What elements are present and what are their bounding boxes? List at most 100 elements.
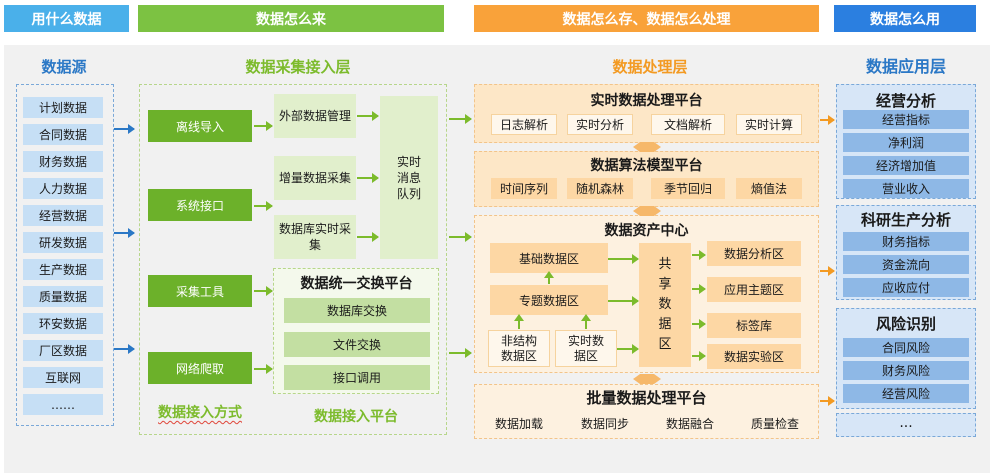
arrow-src-3 bbox=[114, 344, 135, 354]
method-item: 系统接口 bbox=[148, 189, 252, 221]
ingest-db-realtime: 数据库实时采集 bbox=[274, 215, 356, 259]
arrow-topic-to-shared bbox=[608, 296, 639, 306]
method-item: 离线导入 bbox=[148, 110, 252, 142]
realtime-item: 日志解析 bbox=[491, 114, 557, 135]
app-item: 净利润 bbox=[843, 133, 969, 152]
algo-item: 季节回归 bbox=[651, 178, 725, 199]
asset-unstructured: 非结构数据区 bbox=[488, 330, 550, 367]
arrow-to-app-1 bbox=[820, 115, 835, 125]
arrow-ingest-3 bbox=[357, 232, 379, 242]
batch-panel bbox=[474, 384, 819, 439]
apps-title: 数据应用层 bbox=[865, 57, 946, 76]
source-item: 经营数据 bbox=[23, 205, 103, 226]
asset-shared: 共享数据区 bbox=[639, 243, 691, 367]
batch-item: 数据加载 bbox=[494, 417, 543, 431]
source-item: 人力数据 bbox=[23, 178, 103, 199]
source-item: 合同数据 bbox=[23, 124, 103, 145]
app-group-research-title: 科研生产分析 bbox=[860, 211, 951, 229]
realtime-queue: 实时消息队列 bbox=[380, 96, 438, 259]
batch-title: 批量数据处理平台 bbox=[586, 389, 707, 407]
method-item: 网络爬取 bbox=[148, 352, 252, 384]
batch-item: 数据同步 bbox=[580, 417, 629, 431]
app-group-risk-title: 风险识别 bbox=[875, 315, 936, 333]
exchange-title: 数据统一交换平台 bbox=[300, 276, 413, 292]
source-item: 生产数据 bbox=[23, 259, 103, 280]
methods-label: 数据接入方式 bbox=[158, 405, 242, 421]
app-more: ... bbox=[899, 415, 913, 431]
arrow-src-2 bbox=[114, 228, 135, 238]
arrow-method-3 bbox=[254, 286, 273, 296]
algo-title: 数据算法模型平台 bbox=[590, 158, 703, 174]
asset-base: 基础数据区 bbox=[490, 243, 608, 273]
arrow-unstruct-to-topic bbox=[514, 314, 524, 329]
arrow-to-process-3 bbox=[449, 348, 472, 358]
sources-panel bbox=[16, 84, 114, 426]
asset-right-zone: 标签库 bbox=[707, 313, 801, 338]
app-item: 财务指标 bbox=[843, 232, 969, 251]
app-item: 合同风险 bbox=[843, 338, 969, 357]
arrow-src-1 bbox=[114, 124, 135, 134]
arrow-shared-3 bbox=[692, 319, 706, 329]
arrow-method-1 bbox=[254, 121, 273, 131]
asset-right-zone: 数据分析区 bbox=[707, 241, 801, 266]
exchange-file: 文件交换 bbox=[284, 332, 430, 357]
exchange-db: 数据库交换 bbox=[284, 298, 430, 323]
arrow-shared-2 bbox=[692, 284, 706, 294]
app-item: 经济增加值 bbox=[843, 156, 969, 175]
collect-title: 数据采集接入层 bbox=[245, 58, 351, 76]
source-item: 环安数据 bbox=[23, 313, 103, 334]
arrow-realtime-to-topic bbox=[581, 314, 591, 329]
source-item: 厂区数据 bbox=[23, 340, 103, 361]
arrow-method-2 bbox=[254, 201, 273, 211]
app-group-business-title: 经营分析 bbox=[875, 92, 936, 110]
realtime-item: 文档解析 bbox=[651, 114, 725, 135]
algo-item: 熵值法 bbox=[736, 178, 802, 199]
app-item: 营业收入 bbox=[843, 179, 969, 198]
method-item: 采集工具 bbox=[148, 275, 252, 307]
asset-title: 数据资产中心 bbox=[604, 223, 689, 239]
arrow-shared-1 bbox=[692, 250, 706, 260]
banner-use-what: 用什么数据 bbox=[4, 5, 129, 32]
ingest-external: 外部数据管理 bbox=[274, 94, 356, 138]
arrow-ingest-1 bbox=[357, 111, 379, 121]
arrow-shared-4 bbox=[692, 351, 706, 361]
ingest-incremental: 增量数据采集 bbox=[274, 156, 356, 200]
arrow-method-4 bbox=[254, 364, 273, 374]
asset-topic: 专题数据区 bbox=[490, 285, 608, 315]
app-item: 应收应付 bbox=[843, 278, 969, 297]
arrow-realtime-to-shared bbox=[617, 344, 639, 354]
app-item: 经营指标 bbox=[843, 110, 969, 129]
source-item: 互联网 bbox=[23, 367, 103, 388]
source-item: 计划数据 bbox=[23, 97, 103, 118]
algo-item: 时间序列 bbox=[491, 178, 557, 199]
banner-how-come: 数据怎么来 bbox=[138, 5, 444, 32]
arrow-to-app-2 bbox=[820, 266, 835, 276]
app-item: 财务风险 bbox=[843, 361, 969, 380]
platform-label: 数据接入平台 bbox=[314, 409, 398, 425]
sources-title: 数据源 bbox=[41, 58, 87, 76]
asset-right-zone: 应用主题区 bbox=[707, 277, 801, 302]
arrow-ingest-2 bbox=[357, 173, 379, 183]
source-item: 研发数据 bbox=[23, 232, 103, 253]
batch-item: 质量检查 bbox=[750, 417, 799, 431]
banner-how-store: 数据怎么存、数据怎么处理 bbox=[474, 5, 819, 32]
source-item: 财务数据 bbox=[23, 151, 103, 172]
app-more-panel bbox=[836, 413, 976, 437]
arrow-to-process-2 bbox=[449, 232, 472, 242]
realtime-item: 实时分析 bbox=[567, 114, 633, 135]
asset-right-zone: 数据实验区 bbox=[707, 344, 801, 369]
connector-diamond-3 bbox=[633, 374, 661, 384]
collect-panel bbox=[139, 84, 447, 435]
process-title: 数据处理层 bbox=[612, 58, 688, 76]
realtime-title: 实时数据处理平台 bbox=[590, 93, 703, 109]
connector-diamond-1 bbox=[633, 142, 661, 152]
arrow-topic-to-base bbox=[544, 271, 554, 284]
algo-item: 随机森林 bbox=[567, 178, 633, 199]
realtime-item: 实时计算 bbox=[736, 114, 802, 135]
batch-item: 数据融合 bbox=[665, 417, 714, 431]
exchange-api: 接口调用 bbox=[284, 365, 430, 390]
arrow-to-process-1 bbox=[449, 114, 472, 124]
source-item: 质量数据 bbox=[23, 286, 103, 307]
app-item: 资金流向 bbox=[843, 255, 969, 274]
banner-how-use: 数据怎么用 bbox=[834, 5, 976, 32]
